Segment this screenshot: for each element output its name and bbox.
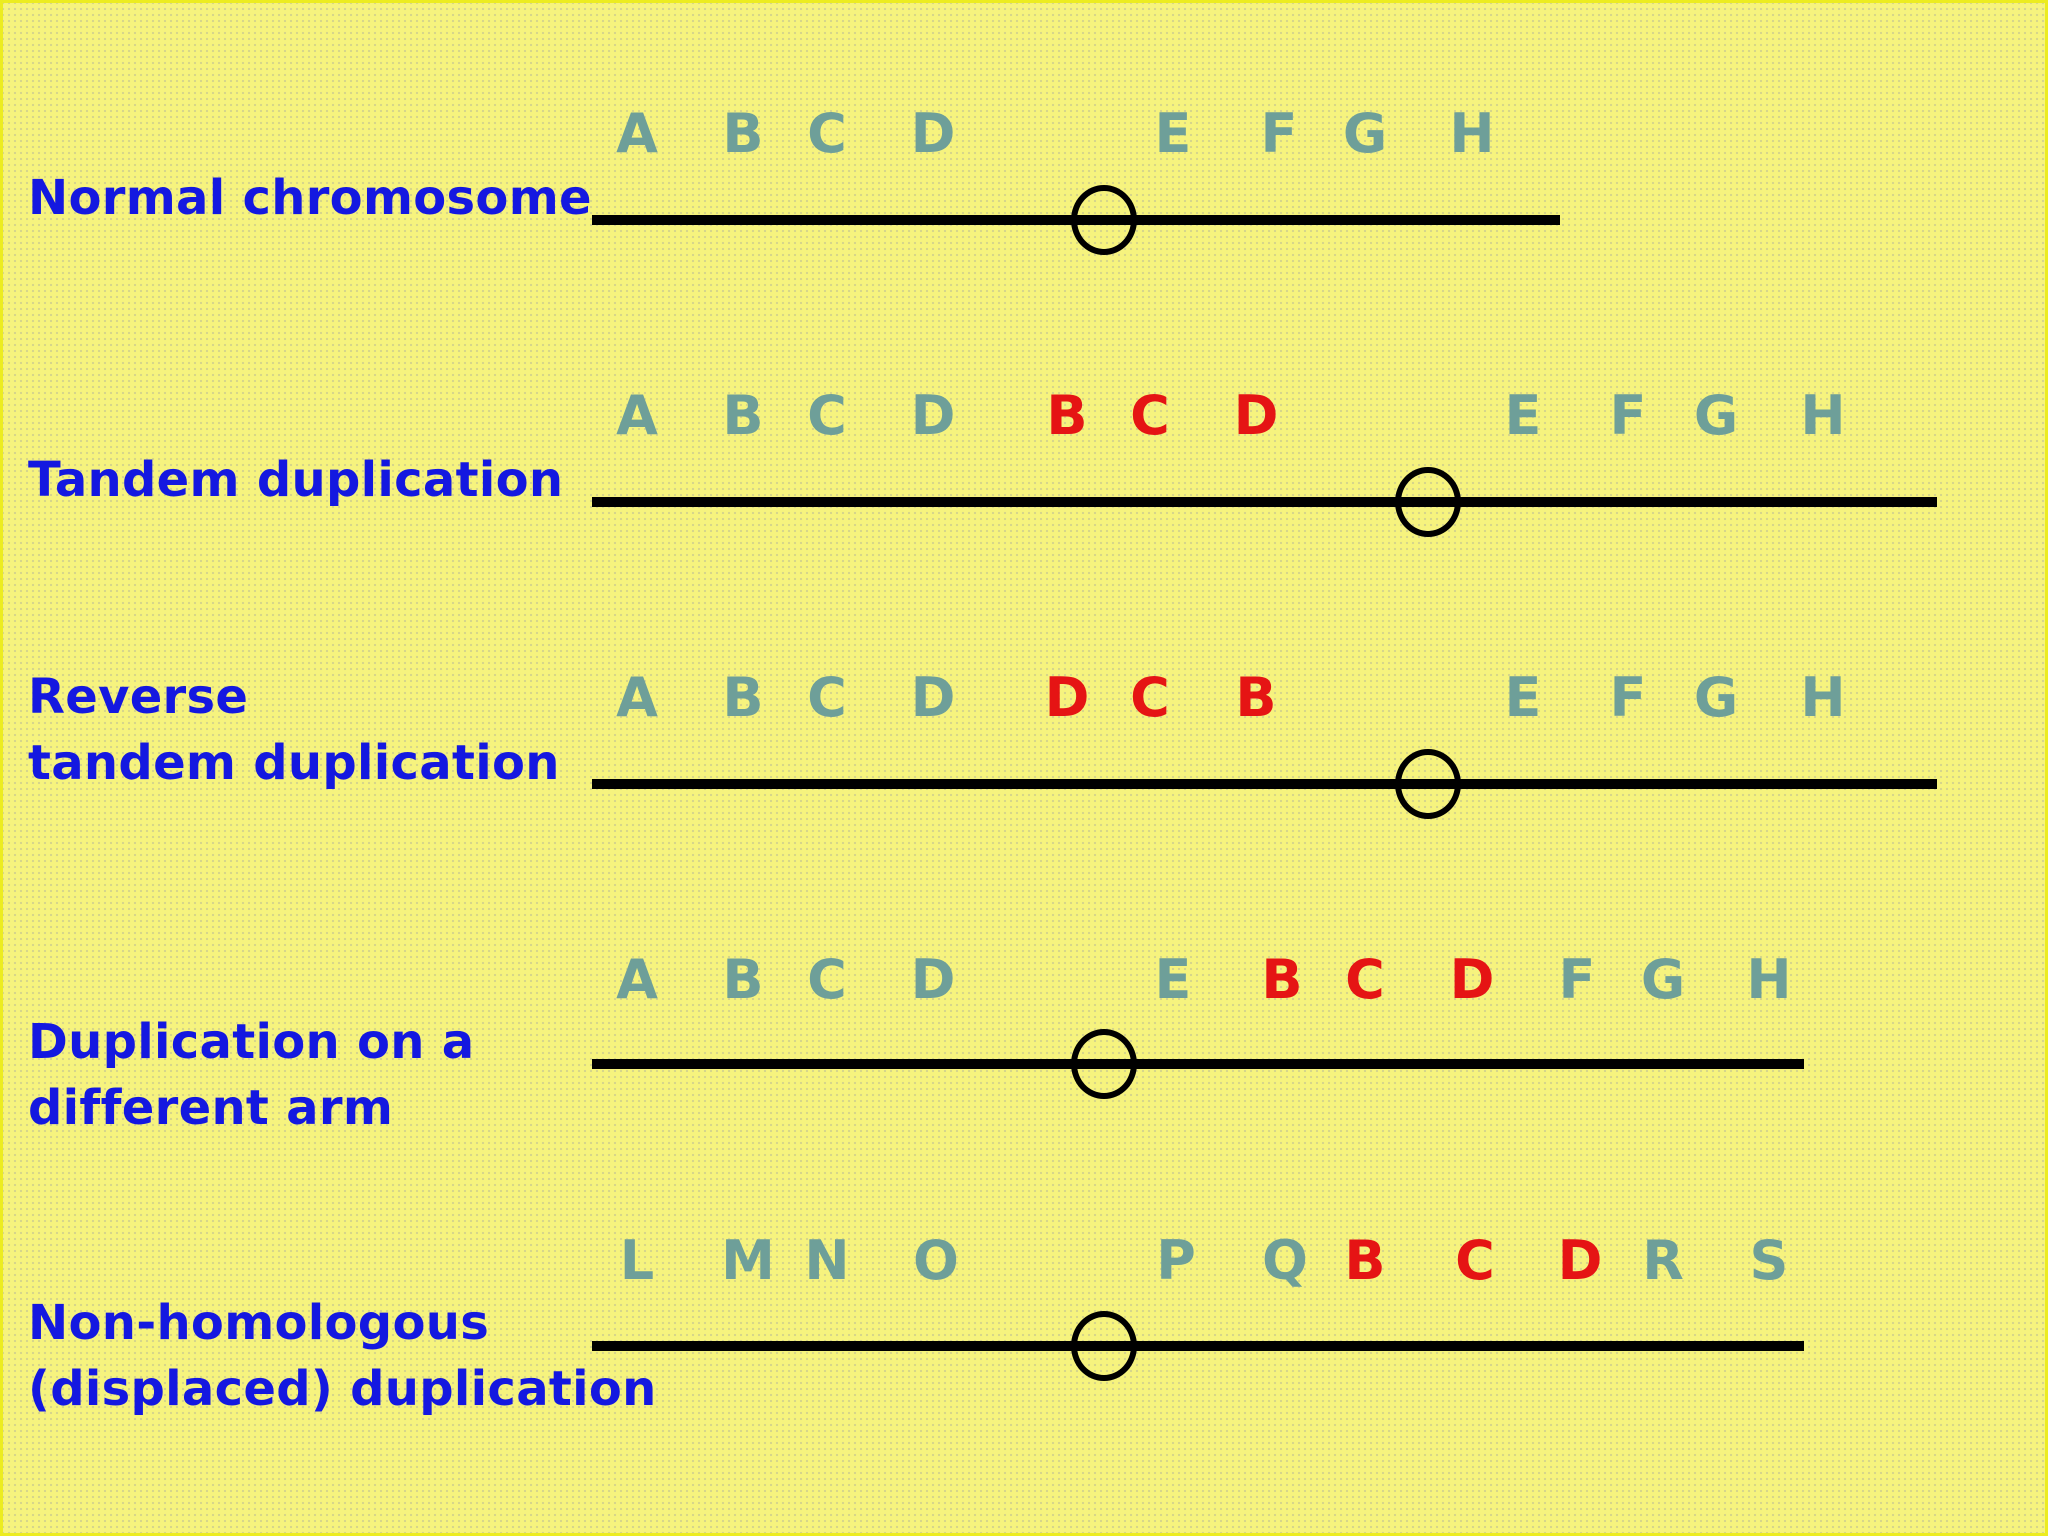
gene-label: G bbox=[1693, 384, 1739, 447]
gene-label: A bbox=[616, 666, 658, 729]
gene-label: C bbox=[807, 102, 847, 165]
duplicated-gene-label: B bbox=[1344, 1229, 1386, 1292]
duplicated-gene-label: B bbox=[1235, 666, 1277, 729]
row-label-line: Duplication on a bbox=[28, 1014, 475, 1070]
gene-label: G bbox=[1640, 948, 1686, 1011]
chromosome-line bbox=[592, 497, 1937, 507]
gene-label: F bbox=[1260, 102, 1298, 165]
gene-label: F bbox=[1609, 384, 1647, 447]
gene-label: D bbox=[910, 948, 956, 1011]
gene-label: H bbox=[1800, 666, 1846, 729]
row-label: Duplication on a different arm bbox=[28, 1009, 474, 1141]
chromosome-line bbox=[592, 1341, 1804, 1351]
gene-label: G bbox=[1693, 666, 1739, 729]
gene-label: C bbox=[807, 948, 847, 1011]
duplicated-gene-label: D bbox=[1557, 1229, 1603, 1292]
centromere-circle bbox=[1395, 467, 1461, 537]
duplicated-gene-label: D bbox=[1449, 948, 1495, 1011]
duplicated-gene-label: D bbox=[1233, 384, 1279, 447]
row-label-line: Tandem duplication bbox=[28, 452, 564, 508]
row-label-line: different arm bbox=[28, 1080, 394, 1136]
gene-label: F bbox=[1558, 948, 1596, 1011]
row-label: Non-homologous (displaced) duplication bbox=[28, 1290, 657, 1422]
gene-label: D bbox=[910, 666, 956, 729]
gene-label: L bbox=[619, 1229, 655, 1292]
gene-label: S bbox=[1749, 1229, 1789, 1292]
gene-label: Q bbox=[1262, 1229, 1308, 1292]
gene-label: H bbox=[1746, 948, 1792, 1011]
row-label: Normal chromosome bbox=[28, 165, 592, 231]
gene-label: E bbox=[1154, 102, 1192, 165]
gene-label: H bbox=[1800, 384, 1846, 447]
row-label-line: tandem duplication bbox=[28, 735, 560, 791]
gene-label: B bbox=[722, 102, 764, 165]
duplicated-gene-label: C bbox=[1345, 948, 1385, 1011]
gene-label: C bbox=[807, 384, 847, 447]
duplicated-gene-label: C bbox=[1455, 1229, 1495, 1292]
duplicated-gene-label: C bbox=[1130, 666, 1170, 729]
gene-label: M bbox=[721, 1229, 775, 1292]
centromere-circle bbox=[1071, 1311, 1137, 1381]
gene-label: B bbox=[722, 666, 764, 729]
gene-label: C bbox=[807, 666, 847, 729]
gene-label: F bbox=[1609, 666, 1647, 729]
duplicated-gene-label: B bbox=[1261, 948, 1303, 1011]
gene-label: H bbox=[1449, 102, 1495, 165]
chromosome-line bbox=[592, 1059, 1804, 1069]
gene-label: A bbox=[616, 102, 658, 165]
gene-label: E bbox=[1154, 948, 1192, 1011]
row-label: Tandem duplication bbox=[28, 447, 563, 513]
gene-label: A bbox=[616, 384, 658, 447]
duplicated-gene-label: B bbox=[1046, 384, 1088, 447]
row-label-line: Reverse bbox=[28, 669, 249, 725]
gene-label: N bbox=[804, 1229, 850, 1292]
centromere-circle bbox=[1071, 1029, 1137, 1099]
chromosome-line bbox=[592, 779, 1937, 789]
gene-label: O bbox=[913, 1229, 959, 1292]
duplicated-gene-label: D bbox=[1044, 666, 1090, 729]
row-label-line: (displaced) duplication bbox=[28, 1361, 657, 1417]
gene-label: D bbox=[910, 384, 956, 447]
centromere-circle bbox=[1395, 749, 1461, 819]
gene-label: B bbox=[722, 948, 764, 1011]
gene-label: D bbox=[910, 102, 956, 165]
gene-label: G bbox=[1342, 102, 1388, 165]
gene-label: A bbox=[616, 948, 658, 1011]
centromere-circle bbox=[1071, 185, 1137, 255]
gene-label: E bbox=[1504, 384, 1542, 447]
row-label: Reverse tandem duplication bbox=[28, 664, 560, 796]
row-label-line: Normal chromosome bbox=[28, 170, 592, 226]
row-label-line: Non-homologous bbox=[28, 1295, 490, 1351]
gene-label: R bbox=[1642, 1229, 1684, 1292]
gene-label: E bbox=[1504, 666, 1542, 729]
duplicated-gene-label: C bbox=[1130, 384, 1170, 447]
gene-label: P bbox=[1156, 1229, 1196, 1292]
gene-label: B bbox=[722, 384, 764, 447]
